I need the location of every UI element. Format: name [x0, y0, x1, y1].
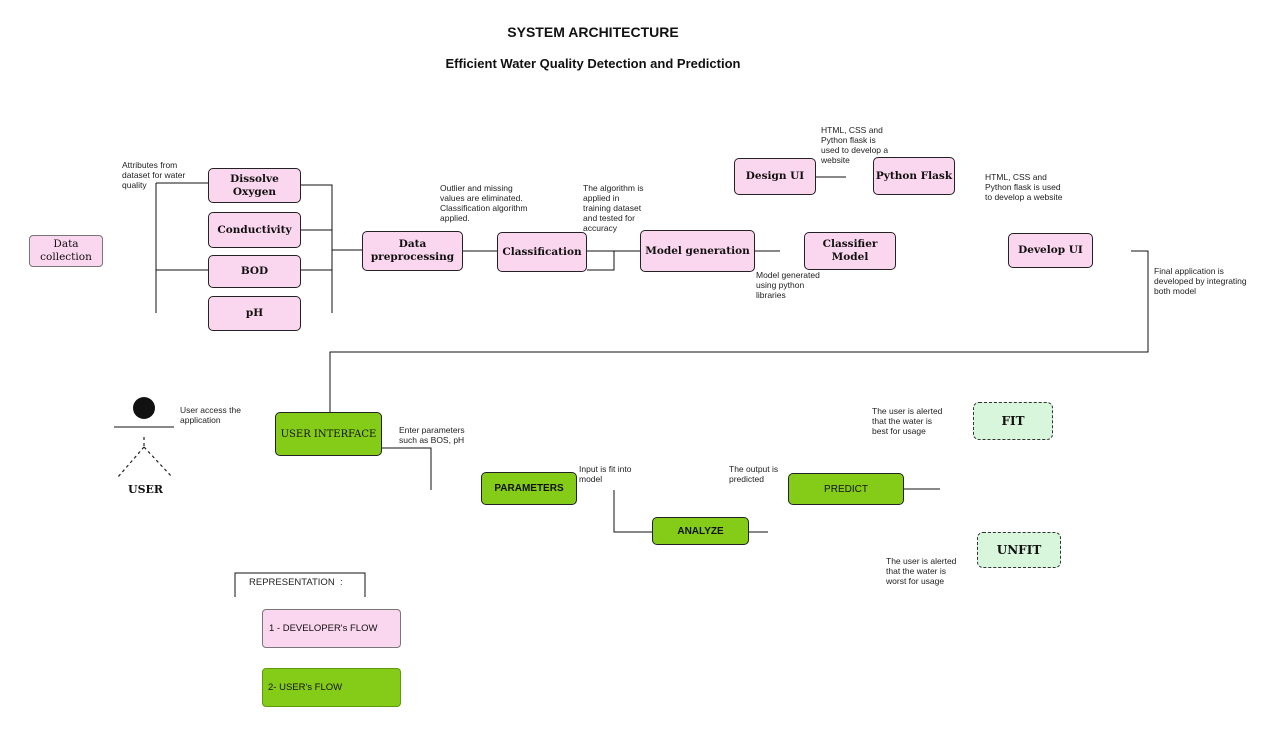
note-user-access: User access the application — [180, 405, 241, 425]
note-alert-unfit: The user is alerted that the water is wo… — [886, 556, 957, 586]
classifier-model-node: Classifier Model — [804, 232, 896, 270]
user-actor-label: USER — [128, 483, 164, 496]
analyze-node: ANALYZE — [652, 517, 749, 545]
legend-user-flow: 2- USER's FLOW — [262, 668, 401, 707]
note-alert-fit: The user is alerted that the water is be… — [872, 406, 943, 436]
attribute-conductivity: Conductivity — [208, 212, 301, 248]
predict-node: PREDICT — [788, 473, 904, 505]
note-html-css-right: HTML, CSS and Python flask is used to de… — [985, 172, 1063, 202]
design-ui-node: Design UI — [734, 158, 816, 195]
attribute-bod: BOD — [208, 255, 301, 288]
user-actor-icon — [133, 397, 155, 419]
unfit-result-node: UNFIT — [977, 532, 1061, 568]
attribute-dissolve-oxygen: Dissolve Oxygen — [208, 168, 301, 203]
user-interface-node: USER INTERFACE — [275, 412, 382, 456]
data-collection-node: Data collection — [29, 235, 103, 267]
attribute-ph: pH — [208, 296, 301, 331]
model-generation-node: Model generation — [640, 230, 755, 272]
note-enter-params: Enter parameters such as BOS, pH — [399, 425, 465, 445]
note-input-fit: Input is fit into model — [579, 464, 632, 484]
note-model-generated: Model generated using python libraries — [756, 270, 820, 300]
diagram-subtitle: Efficient Water Quality Detection and Pr… — [445, 56, 741, 71]
develop-ui-node: Develop UI — [1008, 233, 1093, 268]
diagram-title: SYSTEM ARCHITECTURE — [507, 24, 679, 40]
legend-developer-flow: 1 - DEVELOPER's FLOW — [262, 609, 401, 648]
note-outlier: Outlier and missing values are eliminate… — [440, 183, 528, 223]
python-flask-node: Python Flask — [873, 157, 955, 195]
note-attributes: Attributes from dataset for water qualit… — [122, 160, 186, 190]
fit-result-node: FIT — [973, 402, 1053, 440]
note-final-app: Final application is developed by integr… — [1154, 266, 1247, 296]
note-algorithm: The algorithm is applied in training dat… — [583, 183, 644, 233]
parameters-node: PARAMETERS — [481, 472, 577, 505]
classification-node: Classification — [497, 232, 587, 272]
legend-heading: REPRESENTATION : — [249, 577, 343, 588]
note-html-css-top: HTML, CSS and Python flask is used to de… — [821, 125, 889, 165]
actor-body — [117, 437, 173, 478]
note-output-predicted: The output is predicted — [729, 464, 779, 484]
data-preprocessing-node: Data preprocessing — [362, 231, 463, 271]
